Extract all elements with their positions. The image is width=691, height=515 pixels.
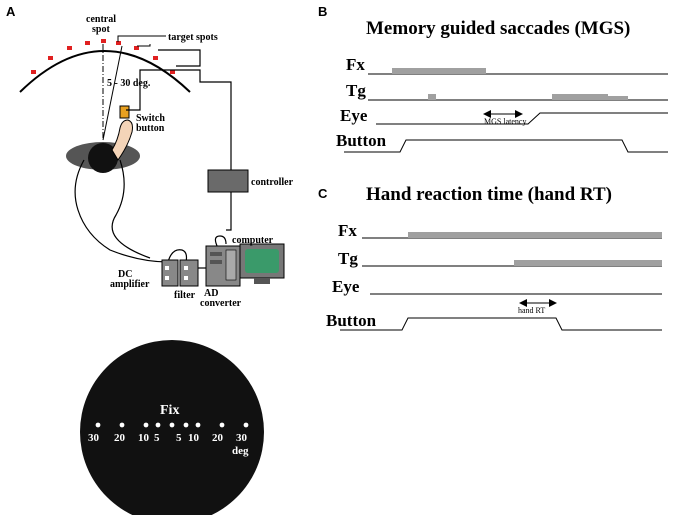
tower-panel	[225, 249, 237, 281]
switch-button-label: Switch button	[136, 113, 167, 134]
b-latency-label: MGS latency	[484, 117, 526, 126]
switch-label-1: Switch	[136, 113, 165, 124]
b-row-tg: Tg	[346, 81, 366, 100]
eccentricity-tick-label: 5	[154, 432, 160, 444]
cable-controller-computer	[226, 192, 232, 231]
filter-box	[179, 259, 199, 287]
c-row-fx: Fx	[338, 221, 357, 240]
target-dot	[243, 422, 249, 428]
deg-label: deg	[232, 445, 249, 457]
target-dot	[119, 422, 125, 428]
head	[88, 143, 118, 173]
b-fx-bar	[392, 68, 486, 74]
screen-arc	[19, 50, 191, 93]
angle-label: 5 - 30 deg.	[107, 78, 151, 89]
eccentricity-tick-label: 10	[138, 432, 150, 444]
dc-amplifier-label: DC amplifier	[110, 269, 150, 290]
eccentricity-labels: 30 20 10 5 5 10 20 30	[88, 432, 248, 444]
b-tg-target-2	[608, 96, 628, 100]
eccentricity-tick-label: 5	[176, 432, 182, 444]
panel-b-label: B	[318, 4, 327, 19]
cable-electrodes	[74, 159, 169, 263]
eccentricity-tick-label: 20	[114, 432, 126, 444]
b-tg-target	[552, 94, 608, 100]
b-tg-cue	[428, 94, 436, 100]
dc-label-1: DC	[118, 269, 132, 280]
angle-line	[102, 45, 123, 141]
monitor-screen	[245, 249, 279, 273]
target-dot	[155, 422, 161, 428]
fixation-dots	[95, 422, 249, 428]
cable-amp-loop	[167, 235, 227, 263]
c-fx-bar	[408, 232, 662, 238]
target-leaders	[117, 35, 166, 47]
ad-label-1: AD	[204, 288, 218, 299]
b-row-fx: Fx	[346, 55, 365, 74]
dc-amplifier-box	[161, 259, 179, 287]
computer-label: computer	[232, 235, 274, 246]
c-latency-label: hand RT	[518, 306, 545, 315]
fixation-display	[80, 340, 264, 515]
central-spot-marker	[101, 39, 106, 43]
target-spot-markers	[31, 41, 175, 74]
panel-c-title: Hand reaction time (hand RT)	[366, 184, 612, 205]
b-eye-trace	[376, 112, 668, 125]
switch-button-icon	[119, 105, 130, 119]
c-row-eye: Eye	[332, 277, 360, 296]
target-dot	[219, 422, 225, 428]
target-dot	[143, 422, 149, 428]
switch-label-2: button	[136, 123, 165, 134]
eccentricity-tick-label: 30	[88, 432, 100, 444]
central-spot-label-2: spot	[92, 24, 110, 35]
monitor-stand	[254, 278, 270, 284]
ad-label-2: converter	[200, 298, 242, 309]
b-row-eye: Eye	[340, 106, 368, 125]
amp-knob-1	[165, 266, 169, 270]
central-spot-label: central spot	[86, 14, 119, 35]
filter-knob-1	[184, 266, 188, 270]
eccentricity-tick-label: 20	[212, 432, 224, 444]
amp-knob-2	[165, 276, 169, 280]
c-row-tg: Tg	[338, 249, 358, 268]
arm	[111, 119, 133, 161]
cable-targets	[158, 49, 201, 67]
filter-knob-2	[184, 276, 188, 280]
filter-label: filter	[174, 290, 196, 301]
target-spots-label: target spots	[168, 32, 218, 43]
fix-label: Fix	[160, 403, 179, 418]
fixation-dot	[169, 422, 175, 428]
ad-converter-label: AD converter	[200, 288, 242, 309]
controller-box	[207, 169, 249, 193]
panel-c-label: C	[318, 186, 328, 201]
target-dot	[183, 422, 189, 428]
target-dot	[195, 422, 201, 428]
controller-label: controller	[251, 177, 294, 188]
drive-slot-1	[210, 252, 222, 256]
central-spot-label-1: central	[86, 14, 116, 25]
drive-slot-2	[210, 260, 222, 264]
b-button-trace	[344, 139, 668, 153]
eccentricity-tick-label: 30	[236, 432, 248, 444]
eccentricity-tick-label: 10	[188, 432, 200, 444]
panel-b-title: Memory guided saccades (MGS)	[366, 18, 630, 39]
panel-a-label: A	[6, 4, 16, 19]
c-button-trace	[340, 317, 662, 331]
dc-label-2: amplifier	[110, 279, 150, 290]
cable-switch-controller	[126, 69, 232, 170]
c-tg-bar	[514, 260, 662, 266]
c-row-button: Button	[326, 311, 377, 330]
b-row-button: Button	[336, 131, 387, 150]
target-dot	[95, 422, 101, 428]
